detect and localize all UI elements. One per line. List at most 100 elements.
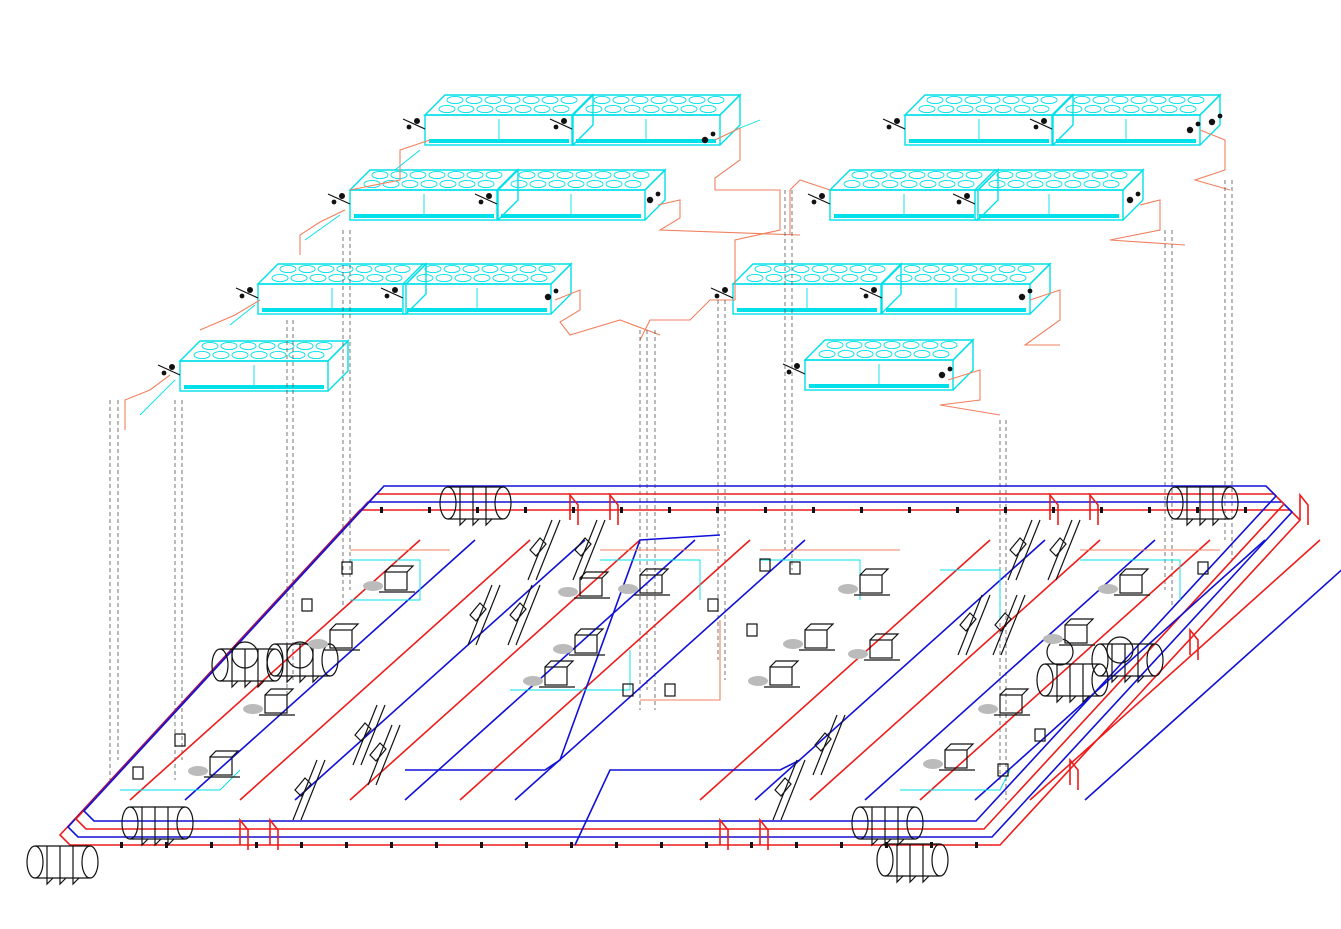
motor-icon	[1098, 584, 1118, 594]
valve-icon	[544, 293, 552, 301]
pump-box	[869, 639, 893, 659]
motor-icon	[553, 644, 573, 654]
fan-icon	[860, 273, 878, 283]
valve-icon	[947, 366, 953, 372]
tower-basin	[407, 308, 547, 312]
fan-icon	[307, 350, 325, 360]
fan-icon	[355, 264, 373, 274]
valve-icon	[380, 507, 383, 513]
fan-icon	[271, 273, 289, 283]
valve-icon	[1195, 121, 1201, 127]
pump-top	[574, 628, 605, 636]
tank-end	[321, 643, 339, 677]
fan-icon	[837, 349, 855, 359]
pump-unit	[618, 568, 670, 596]
pump-unit	[1098, 568, 1150, 596]
fan-icon	[533, 104, 551, 114]
fan-icon	[998, 264, 1016, 274]
fan-icon	[424, 264, 442, 274]
drum-icon	[789, 561, 801, 575]
fan-icon	[443, 264, 461, 274]
valve-icon	[476, 507, 479, 513]
motor-icon	[848, 649, 868, 659]
fan-icon	[416, 273, 434, 283]
valve-icon	[646, 196, 654, 204]
fan-icon	[473, 273, 491, 283]
condenser-pipe	[304, 214, 341, 241]
valve-icon	[247, 287, 253, 293]
tower-front	[257, 283, 407, 315]
fan-icon	[522, 95, 540, 105]
valve-icon	[655, 191, 661, 197]
pump-box	[574, 634, 598, 654]
valve-icon	[811, 199, 817, 205]
motor-icon	[523, 676, 543, 686]
cooling-tower-unit	[859, 262, 1052, 315]
valve-icon	[210, 842, 213, 848]
tank-support	[244, 649, 252, 689]
tank-support	[46, 846, 54, 886]
heat-exchanger	[992, 594, 1026, 656]
fan-icon	[922, 264, 940, 274]
valve-stem	[380, 287, 404, 299]
fan-icon	[556, 170, 574, 180]
hx-body	[992, 594, 1018, 656]
fan-icon	[1072, 170, 1090, 180]
hx-body	[1000, 594, 1026, 656]
plant-floor-group	[58, 485, 1341, 850]
fan-icon	[439, 179, 457, 189]
expansion-loop	[1189, 627, 1199, 660]
tower-front	[974, 189, 1124, 221]
pump-unit	[553, 628, 605, 656]
pump-box	[329, 629, 353, 649]
fan-icon	[754, 264, 772, 274]
fan-icon	[862, 179, 880, 189]
fan-icon	[258, 341, 276, 351]
tank-support	[141, 807, 149, 847]
valve-icon	[384, 293, 390, 299]
fan-icon	[952, 273, 970, 283]
tank-end	[1221, 486, 1239, 520]
fan-icon	[902, 340, 920, 350]
fan-icon	[585, 104, 603, 114]
fan-icon	[818, 349, 836, 359]
heat-exchanger	[527, 519, 561, 581]
tower-front	[571, 114, 721, 146]
fan-icon	[1064, 179, 1082, 189]
hx-plate	[369, 742, 387, 762]
fan-icon	[1034, 170, 1052, 180]
storage-tank	[1036, 663, 1109, 704]
fan-icon	[371, 170, 389, 180]
expansion-loop	[609, 492, 619, 525]
fan-icon	[438, 104, 456, 114]
tower-basin	[979, 214, 1119, 218]
valve-stem	[157, 364, 181, 376]
storage-tank	[1091, 643, 1164, 684]
tank-end	[1166, 486, 1184, 520]
condenser-pipe	[1109, 199, 1186, 246]
fan-icon	[1160, 104, 1178, 114]
hx-body	[965, 594, 991, 656]
tower-front	[904, 114, 1054, 146]
motor-icon	[1043, 634, 1063, 644]
condenser-pipe	[124, 374, 171, 430]
motor-icon	[363, 581, 383, 591]
fan-icon	[1130, 95, 1148, 105]
pump-top	[384, 565, 415, 573]
fan-icon	[548, 179, 566, 189]
fan-icon	[946, 170, 964, 180]
fan-icon	[919, 179, 937, 189]
expansion-loop	[759, 817, 769, 850]
motor-icon	[243, 704, 263, 714]
pump-top	[804, 623, 835, 631]
fan-icon	[385, 273, 403, 283]
fan-icon	[250, 350, 268, 360]
fan-icon	[864, 340, 882, 350]
tank-support	[1186, 487, 1194, 527]
tank-support	[257, 649, 265, 689]
valve-icon	[553, 288, 559, 294]
fan-icon	[1015, 170, 1033, 180]
condenser-pipe	[299, 209, 346, 255]
condenser-pipe	[1193, 129, 1231, 191]
fan-icon	[624, 179, 642, 189]
